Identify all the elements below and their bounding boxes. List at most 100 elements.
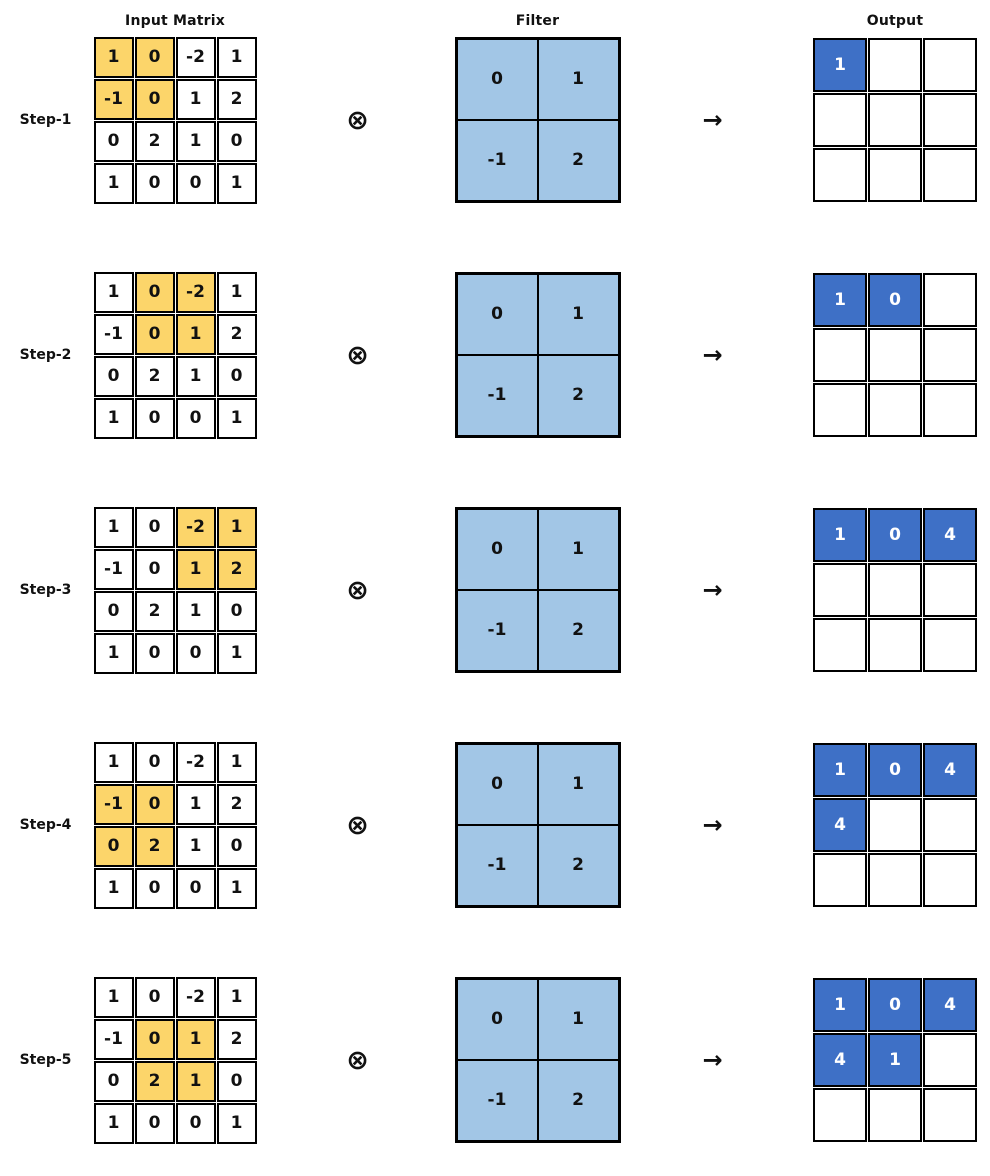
header-row: Input Matrix Filter Output — [0, 0, 990, 36]
input-cell: 1 — [93, 162, 134, 204]
filter-cell: 2 — [537, 1060, 619, 1141]
output-cell — [868, 563, 922, 617]
right-arrow-icon: → — [702, 811, 723, 839]
output-cell — [868, 798, 922, 852]
input-cell: 2 — [216, 1018, 257, 1060]
output-cell: 1 — [813, 508, 867, 562]
input-cell: 2 — [134, 120, 175, 162]
output-cell — [868, 1088, 922, 1142]
input-cell: 1 — [175, 548, 216, 590]
output-cell: 4 — [813, 798, 867, 852]
output-cell — [813, 618, 867, 672]
input-cell: 2 — [216, 313, 257, 355]
input-cell: 1 — [93, 397, 134, 439]
filter-cell: 0 — [456, 979, 538, 1060]
input-cell: -1 — [93, 783, 134, 825]
output-cell — [923, 148, 977, 202]
input-cell: 1 — [93, 36, 134, 78]
input-cell: 1 — [93, 632, 134, 674]
operator-column: ⊗ — [265, 1047, 450, 1074]
input-cell: 0 — [175, 1102, 216, 1144]
output-cell — [868, 618, 922, 672]
input-cell: 0 — [134, 36, 175, 78]
input-cell: 0 — [216, 1060, 257, 1102]
output-cell — [813, 383, 867, 437]
filter-cell: -1 — [456, 590, 538, 671]
input-cell: 1 — [216, 506, 257, 548]
output-cell: 0 — [868, 508, 922, 562]
input-cell: 1 — [93, 271, 134, 313]
output-cell — [813, 1088, 867, 1142]
input-cell: 1 — [175, 1018, 216, 1060]
input-cell: 1 — [175, 355, 216, 397]
output-cell: 4 — [923, 978, 977, 1032]
input-cell: 0 — [175, 632, 216, 674]
output-cell — [868, 38, 922, 92]
output-cell: 4 — [923, 508, 977, 562]
filter-cell: 2 — [537, 590, 619, 671]
input-cell: 0 — [216, 120, 257, 162]
filter-cell: 0 — [456, 744, 538, 825]
input-cell: 0 — [134, 867, 175, 909]
input-cell: -1 — [93, 313, 134, 355]
input-cell: 0 — [93, 120, 134, 162]
input-cell: 1 — [216, 632, 257, 674]
output-cell: 1 — [813, 273, 867, 327]
input-cell: 0 — [93, 825, 134, 867]
input-cell: 1 — [175, 783, 216, 825]
output-cell — [813, 853, 867, 907]
input-cell: 1 — [216, 162, 257, 204]
input-cell: -2 — [175, 506, 216, 548]
filter-cell: 1 — [537, 744, 619, 825]
circled-times-icon: ⊗ — [346, 1044, 369, 1076]
output-cell: 0 — [868, 273, 922, 327]
output-cell — [923, 273, 977, 327]
input-cell: 2 — [216, 78, 257, 120]
input-cell: 1 — [175, 78, 216, 120]
input-cell: 0 — [216, 825, 257, 867]
input-cell: -2 — [175, 976, 216, 1018]
output-cell — [813, 328, 867, 382]
input-cell: 0 — [93, 1060, 134, 1102]
output-cell — [813, 93, 867, 147]
output-cell — [923, 1088, 977, 1142]
step-label: Step-3 — [19, 582, 72, 598]
output-cell — [923, 38, 977, 92]
input-cell: 0 — [175, 397, 216, 439]
input-cell: 2 — [134, 590, 175, 632]
input-cell: 0 — [134, 1102, 175, 1144]
filter-cell: 1 — [537, 979, 619, 1060]
output-cell — [923, 853, 977, 907]
circled-times-icon: ⊗ — [346, 104, 369, 136]
input-cell: 1 — [93, 506, 134, 548]
output-cell — [923, 618, 977, 672]
filter-cell: 2 — [537, 825, 619, 906]
input-cell: 0 — [134, 976, 175, 1018]
input-cell: 0 — [93, 355, 134, 397]
operator-column: ⊗ — [265, 342, 450, 369]
input-cell: 0 — [216, 590, 257, 632]
input-cell: 2 — [134, 825, 175, 867]
circled-times-icon: ⊗ — [346, 574, 369, 606]
output-cell — [923, 328, 977, 382]
input-cell: 1 — [175, 313, 216, 355]
input-cell: 0 — [216, 355, 257, 397]
operator-column: ⊗ — [265, 577, 450, 604]
circled-times-icon: ⊗ — [346, 339, 369, 371]
input-cell: 0 — [134, 632, 175, 674]
